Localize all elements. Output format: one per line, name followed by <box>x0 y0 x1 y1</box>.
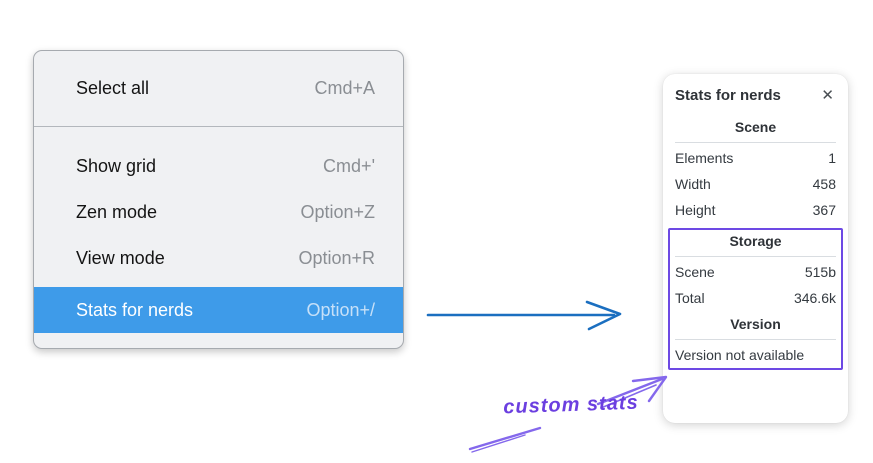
menu-item-select-all[interactable]: Select all Cmd+A <box>34 51 403 126</box>
menu-item-label: Zen mode <box>76 201 158 222</box>
storage-section: Storage Scene 515b Total 346.6k <box>675 233 836 311</box>
stat-row-total-storage: Total 346.6k <box>675 285 836 311</box>
context-menu: Select all Cmd+A Show grid Cmd+' Zen mod… <box>33 50 404 349</box>
stats-panel-header: Stats for nerds ✕ <box>675 87 836 104</box>
menu-item-shortcut: Cmd+' <box>323 155 375 176</box>
menu-item-label: Stats for nerds <box>76 299 194 320</box>
version-note: Version not available <box>675 347 805 363</box>
menu-item-view-mode[interactable]: View mode Option+R <box>34 235 403 281</box>
stat-value: 458 <box>812 176 836 192</box>
menu-item-shortcut: Cmd+A <box>314 78 375 98</box>
stat-label: Total <box>675 290 705 306</box>
stats-panel-title: Stats for nerds <box>675 87 781 104</box>
stat-value: 346.6k <box>793 290 836 306</box>
stat-label: Height <box>675 202 716 218</box>
stat-value: 367 <box>812 202 836 218</box>
scene-section-header: Scene <box>734 119 777 135</box>
menu-item-shortcut: Option+/ <box>306 299 375 320</box>
close-icon[interactable]: ✕ <box>821 87 834 104</box>
menu-divider <box>34 126 403 127</box>
stat-row-height: Height 367 <box>675 197 836 223</box>
scene-section: Scene Elements 1 Width 458 Height 367 <box>675 119 836 223</box>
purple-annotation-arrow <box>468 375 668 453</box>
menu-item-label: View mode <box>76 247 165 268</box>
stats-panel: Stats for nerds ✕ Scene Elements 1 Width… <box>663 74 848 423</box>
stat-row-elements: Elements 1 <box>675 145 836 171</box>
divider <box>675 256 836 257</box>
menu-item-label: Show grid <box>76 155 157 176</box>
menu-item-show-grid[interactable]: Show grid Cmd+' <box>34 143 403 189</box>
stat-label: Elements <box>675 150 734 166</box>
storage-section-header: Storage <box>729 233 782 249</box>
menu-item-shortcut: Option+R <box>298 247 375 268</box>
menu-item-shortcut: Option+Z <box>300 201 375 222</box>
stat-row-scene-storage: Scene 515b <box>675 259 836 285</box>
version-section: Version Version not available <box>675 316 836 365</box>
menu-section: Show grid Cmd+' Zen mode Option+Z View m… <box>34 127 403 333</box>
divider <box>675 339 836 340</box>
stat-label: Scene <box>675 264 715 280</box>
version-section-header: Version <box>730 316 781 332</box>
blue-arrow <box>426 300 622 331</box>
annotation-rectangle: Storage Scene 515b Total 346.6k Version … <box>668 228 843 370</box>
menu-item-label: Select all <box>76 78 150 98</box>
stat-value: 515b <box>804 264 836 280</box>
stat-value: 1 <box>828 150 836 166</box>
stat-row-width: Width 458 <box>675 171 836 197</box>
stat-label: Width <box>675 176 711 192</box>
divider <box>675 142 836 143</box>
menu-item-zen-mode[interactable]: Zen mode Option+Z <box>34 189 403 235</box>
menu-item-stats-for-nerds[interactable]: Stats for nerds Option+/ <box>34 287 403 333</box>
